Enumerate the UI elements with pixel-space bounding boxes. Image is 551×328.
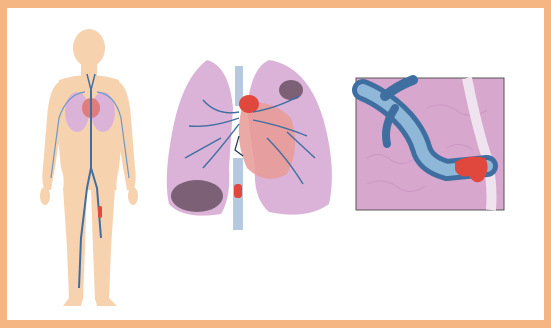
right-foot	[95, 298, 117, 306]
vessel-closeup-figure	[356, 78, 504, 210]
left-leg	[63, 188, 87, 300]
left-foot	[63, 298, 83, 306]
pulmonary-embolism-illustration	[7, 8, 544, 320]
body-leg-clot	[98, 206, 102, 218]
vena-cava-clot	[234, 184, 242, 198]
left-hand	[40, 187, 50, 205]
right-hand	[128, 187, 138, 205]
heart-top	[239, 95, 259, 113]
human-body-figure	[40, 29, 138, 306]
right-arm	[117, 82, 136, 190]
head	[73, 29, 105, 67]
lung-spot	[279, 80, 303, 100]
lungs-figure	[167, 60, 332, 230]
right-leg	[91, 188, 115, 300]
lung-shadow	[171, 180, 223, 212]
